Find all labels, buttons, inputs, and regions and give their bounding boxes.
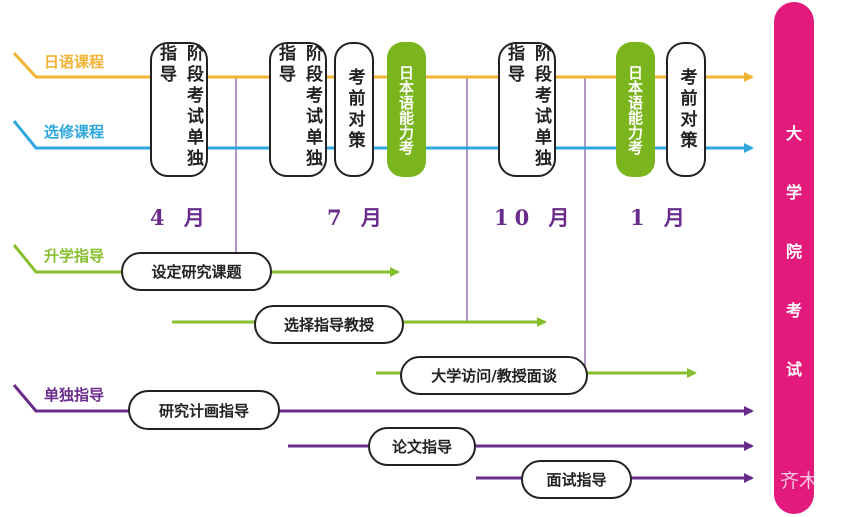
jlpt-pill-1: 日本语能力考 bbox=[387, 42, 426, 177]
stage-test-pill-2: 阶段考试单独指导 bbox=[269, 42, 327, 177]
exam-char-5: 试 bbox=[785, 360, 802, 379]
individual-label: 单独指导 bbox=[44, 386, 105, 404]
pre-exam-pill-1: 考前对策 bbox=[334, 42, 374, 177]
stage-test-pill-1-text: 阶段考试单独指导 bbox=[156, 44, 203, 170]
month-7: 7 月 bbox=[327, 205, 388, 230]
japanese-course-label: 日语课程 bbox=[44, 53, 105, 71]
month-1: 1 月 bbox=[630, 205, 691, 230]
watermark-text: 齐木 bbox=[780, 470, 819, 492]
graduate-exam-bar: 大 学 院 考 试 bbox=[774, 2, 814, 514]
jlpt-pill-2-text: 日本语能力考 bbox=[626, 64, 644, 155]
university-visit-pill: 大学访问/教授面谈 bbox=[400, 356, 588, 395]
exam-char-1: 大 bbox=[785, 124, 802, 143]
month-4: 4 月 bbox=[150, 205, 211, 230]
jlpt-pill-1-text: 日本语能力考 bbox=[397, 64, 415, 155]
jlpt-pill-2: 日本语能力考 bbox=[616, 42, 655, 177]
stage-test-pill-2-text: 阶段考试单独指导 bbox=[275, 44, 322, 170]
select-professor-pill: 选择指导教授 bbox=[254, 305, 404, 344]
month-10: 10 月 bbox=[494, 205, 576, 230]
research-topic-pill: 设定研究课题 bbox=[121, 252, 272, 291]
stage-test-pill-3-text: 阶段考试单独指导 bbox=[504, 44, 551, 170]
pre-exam-pill-2: 考前对策 bbox=[666, 42, 706, 177]
exam-char-2: 学 bbox=[785, 183, 802, 202]
interview-pill: 面试指导 bbox=[521, 460, 632, 499]
stage-test-pill-1: 阶段考试单独指导 bbox=[150, 42, 208, 177]
exam-char-4: 考 bbox=[785, 301, 802, 320]
individual-line-1 bbox=[12, 384, 754, 416]
stage-test-pill-3: 阶段考试单独指导 bbox=[498, 42, 556, 177]
guidance-label: 升学指导 bbox=[44, 247, 105, 265]
elective-course-label: 选修课程 bbox=[44, 123, 105, 141]
pre-exam-pill-2-text: 考前对策 bbox=[676, 67, 697, 152]
guidance-line-1 bbox=[12, 244, 400, 277]
research-plan-pill: 研究计画指导 bbox=[128, 390, 280, 430]
thesis-pill: 论文指导 bbox=[368, 427, 476, 466]
pre-exam-pill-1-text: 考前对策 bbox=[344, 67, 365, 152]
exam-char-3: 院 bbox=[785, 242, 802, 261]
